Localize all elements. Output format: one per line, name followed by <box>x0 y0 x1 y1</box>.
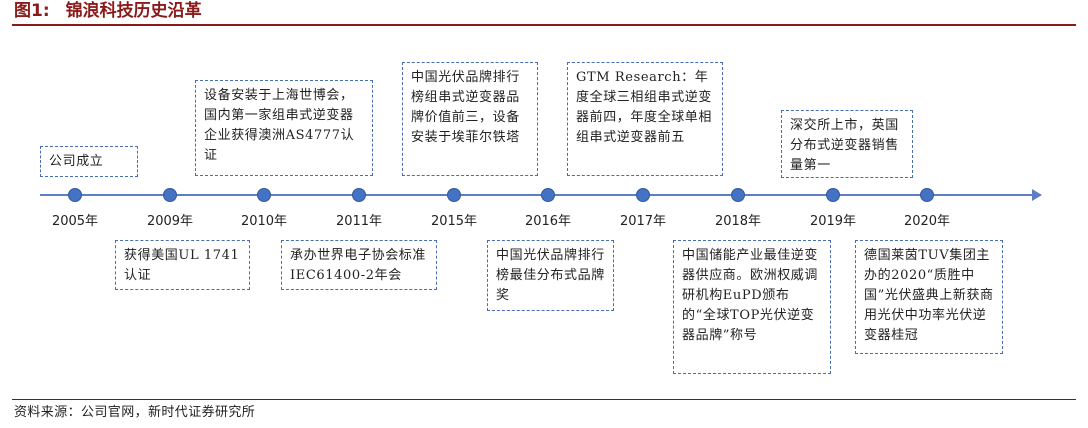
source-note: 资料来源：公司官网，新时代证券研究所 <box>14 405 256 420</box>
timeline-axis <box>40 194 1038 196</box>
year-label: 2009年 <box>146 214 194 229</box>
event-box-2020: 德国莱茵TUV集团主办的2020“质胜中国”光伏盛典上新获商用光伏中功率光伏逆变… <box>855 240 1003 354</box>
timeline-arrow-icon <box>1032 189 1042 201</box>
event-box-2016: 中国光伏品牌排行榜最佳分布式品牌奖 <box>487 240 614 311</box>
event-box-2009: 获得美国UL 1741认证 <box>115 240 250 290</box>
event-box-2011: 承办世界电子协会标准IEC61400-2年会 <box>281 240 437 290</box>
timeline-node-2016 <box>541 188 555 202</box>
year-label: 2018年 <box>714 214 762 229</box>
year-label: 2017年 <box>619 214 667 229</box>
timeline-node-2011 <box>352 188 366 202</box>
timeline-node-2020 <box>920 188 934 202</box>
title-rule <box>12 24 1076 26</box>
figure-title-text: 锦浪科技历史沿革 <box>65 1 202 21</box>
year-label: 2010年 <box>240 214 288 229</box>
timeline-node-2010 <box>257 188 271 202</box>
event-box-2018: 中国储能产业最佳逆变器供应商。欧洲权威调研机构EuPD颁布的“全球TOP光伏逆变… <box>673 240 831 374</box>
timeline-node-2005 <box>68 188 82 202</box>
year-label: 2016年 <box>524 214 572 229</box>
event-box-2017: GTM Research：年度全球三相组串式逆变器前四，年度全球单相组串式逆变器… <box>567 62 723 176</box>
footer-rule <box>12 399 1076 400</box>
figure-title: 图1: 锦浪科技历史沿革 <box>14 0 202 24</box>
timeline-node-2015 <box>447 188 461 202</box>
year-label: 2020年 <box>903 214 951 229</box>
event-box-2019: 深交所上市，英国分布式逆变器销售量第一 <box>781 110 913 178</box>
year-label: 2005年 <box>51 214 99 229</box>
timeline-node-2018 <box>731 188 745 202</box>
timeline-node-2009 <box>163 188 177 202</box>
year-label: 2011年 <box>335 214 383 229</box>
year-label: 2019年 <box>809 214 857 229</box>
figure-label: 图1: <box>14 1 50 21</box>
event-box-2010: 设备安装于上海世博会，国内第一家组串式逆变器企业获得澳洲AS4777认证 <box>195 80 373 176</box>
year-label: 2015年 <box>430 214 478 229</box>
event-box-2015: 中国光伏品牌排行榜组串式逆变器品牌价值前三，设备安装于埃菲尔铁塔 <box>402 62 538 176</box>
timeline-node-2017 <box>636 188 650 202</box>
event-box-2005: 公司成立 <box>40 146 138 177</box>
timeline-node-2019 <box>826 188 840 202</box>
